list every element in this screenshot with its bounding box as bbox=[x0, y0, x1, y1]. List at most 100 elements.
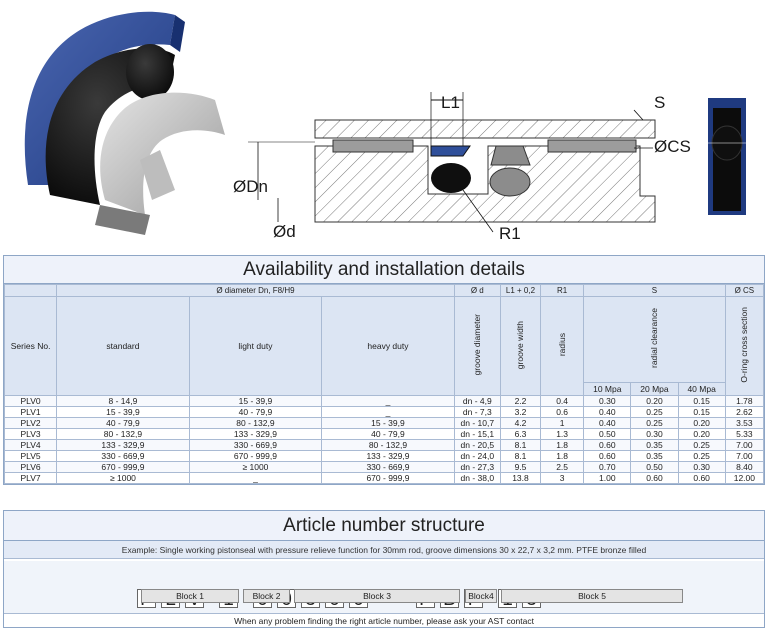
cell-standard: 670 - 999,9 bbox=[56, 461, 190, 473]
cell-clearance-40: 0.25 bbox=[677, 450, 726, 462]
cell-groove-width: 4.2 bbox=[499, 417, 542, 429]
cell-clearance-40: 0.20 bbox=[677, 428, 726, 440]
header-s: S bbox=[583, 284, 726, 297]
header-groove-width-label: groove width bbox=[515, 320, 526, 370]
cell-groove-diameter: dn - 10,7 bbox=[453, 417, 501, 429]
cell-series: PLV7 bbox=[3, 472, 58, 484]
cell-oring-cs: 1.78 bbox=[724, 395, 765, 407]
cell-standard: 133 - 329,9 bbox=[56, 439, 190, 451]
cell-clearance-40: 0.25 bbox=[677, 439, 726, 451]
cell-oring-cs: 12.00 bbox=[724, 472, 765, 484]
cell-heavy-duty: 80 - 132,9 bbox=[321, 439, 455, 451]
availability-table-panel: Availability and installation details Ø … bbox=[3, 255, 765, 485]
header-radial-clearance-label: radial clearance bbox=[649, 308, 660, 369]
cell-light-duty: 133 - 329,9 bbox=[188, 428, 323, 440]
article-structure: PLV100300-PBF13 bbox=[4, 561, 764, 613]
cell-clearance-10: 0.50 bbox=[583, 428, 632, 440]
dim-label-d: Ød bbox=[273, 222, 296, 241]
cell-light-duty: 670 - 999,9 bbox=[188, 450, 323, 462]
header-l1: L1 + 0,2 bbox=[499, 284, 542, 297]
cell-light-duty: 330 - 669,9 bbox=[188, 439, 323, 451]
header-oring: O-ring cross section bbox=[724, 296, 765, 396]
cell-radius: 0.4 bbox=[540, 395, 585, 407]
header-series: Series No. bbox=[3, 296, 58, 396]
dim-label-dn: ØDn bbox=[233, 177, 268, 196]
cell-heavy-duty: 40 - 79,9 bbox=[321, 428, 455, 440]
cell-series: PLV0 bbox=[3, 395, 58, 407]
cell-standard: 80 - 132,9 bbox=[56, 428, 190, 440]
article-example: Example: Single working pistonseal with … bbox=[4, 541, 764, 559]
cell-oring-cs: 5.33 bbox=[724, 428, 765, 440]
cell-standard: 40 - 79,9 bbox=[56, 417, 190, 429]
block-5: Block 5 bbox=[501, 589, 683, 603]
cell-clearance-10: 0.40 bbox=[583, 417, 632, 429]
cell-clearance-10: 0.70 bbox=[583, 461, 632, 473]
cell-clearance-10: 0.30 bbox=[583, 395, 632, 407]
cell-oring-cs: 8.40 bbox=[724, 461, 765, 473]
header-d: Ø d bbox=[453, 284, 501, 297]
block-2: Block 2 bbox=[243, 589, 290, 603]
cell-radius: 1 bbox=[540, 417, 585, 429]
block-3: Block 3 bbox=[294, 589, 460, 603]
header-radius: radius bbox=[540, 296, 585, 396]
article-number-panel: Article number structure Example: Single… bbox=[3, 510, 765, 628]
header-oring-label: O-ring cross section bbox=[739, 307, 750, 383]
cell-groove-diameter: dn - 4,9 bbox=[453, 395, 501, 407]
cell-clearance-20: 0.25 bbox=[630, 417, 679, 429]
cell-heavy-duty: 15 - 39,9 bbox=[321, 417, 455, 429]
cell-series: PLV2 bbox=[3, 417, 58, 429]
cell-clearance-10: 1.00 bbox=[583, 472, 632, 484]
cell-clearance-20: 0.30 bbox=[630, 428, 679, 440]
cell-heavy-duty: _ bbox=[321, 395, 455, 407]
cell-series: PLV6 bbox=[3, 461, 58, 473]
cell-standard: 330 - 669,9 bbox=[56, 450, 190, 462]
cell-standard: 15 - 39,9 bbox=[56, 406, 190, 418]
header-radius-label: radius bbox=[557, 333, 568, 357]
cell-series: PLV1 bbox=[3, 406, 58, 418]
seal-illustration: L1 S ØCS ØDn Ød R1 bbox=[0, 0, 768, 250]
header-blank bbox=[3, 284, 58, 297]
seal-3d-render bbox=[24, 11, 225, 235]
cell-groove-width: 8.1 bbox=[499, 439, 542, 451]
cell-clearance-20: 0.25 bbox=[630, 406, 679, 418]
cell-radius: 1.3 bbox=[540, 428, 585, 440]
cross-section-drawing bbox=[248, 92, 656, 233]
cell-clearance-10: 0.40 bbox=[583, 406, 632, 418]
dim-label-r1: R1 bbox=[499, 224, 521, 243]
cell-light-duty: 40 - 79,9 bbox=[188, 406, 323, 418]
cell-clearance-20: 0.20 bbox=[630, 395, 679, 407]
cell-clearance-20: 0.35 bbox=[630, 450, 679, 462]
cell-clearance-40: 0.15 bbox=[677, 406, 726, 418]
header-p40: 40 Mpa bbox=[677, 382, 726, 396]
cell-clearance-40: 0.15 bbox=[677, 395, 726, 407]
cell-clearance-10: 0.60 bbox=[583, 439, 632, 451]
cell-radius: 1.8 bbox=[540, 450, 585, 462]
cell-groove-diameter: dn - 38,0 bbox=[453, 472, 501, 484]
seal-section-detail bbox=[705, 98, 753, 215]
header-light-duty: light duty bbox=[188, 296, 323, 396]
availability-title: Availability and installation details bbox=[4, 256, 764, 284]
cell-clearance-20: 0.35 bbox=[630, 439, 679, 451]
cell-oring-cs: 2.62 bbox=[724, 406, 765, 418]
article-contact-note: When any problem finding the right artic… bbox=[4, 613, 764, 627]
dim-label-cs: ØCS bbox=[654, 137, 691, 156]
cell-series: PLV3 bbox=[3, 428, 58, 440]
cell-groove-diameter: dn - 24,0 bbox=[453, 450, 501, 462]
cell-groove-width: 9.5 bbox=[499, 461, 542, 473]
cell-groove-diameter: dn - 20,5 bbox=[453, 439, 501, 451]
cell-heavy-duty: 330 - 669,9 bbox=[321, 461, 455, 473]
header-groove-diameter: groove diameter bbox=[453, 296, 501, 396]
article-title: Article number structure bbox=[4, 511, 764, 541]
dim-label-s: S bbox=[654, 93, 666, 112]
header-groove-width: groove width bbox=[499, 296, 542, 396]
cell-oring-cs: 7.00 bbox=[724, 439, 765, 451]
cell-groove-width: 6.3 bbox=[499, 428, 542, 440]
cell-radius: 0.6 bbox=[540, 406, 585, 418]
cell-heavy-duty: 670 - 999,9 bbox=[321, 472, 455, 484]
